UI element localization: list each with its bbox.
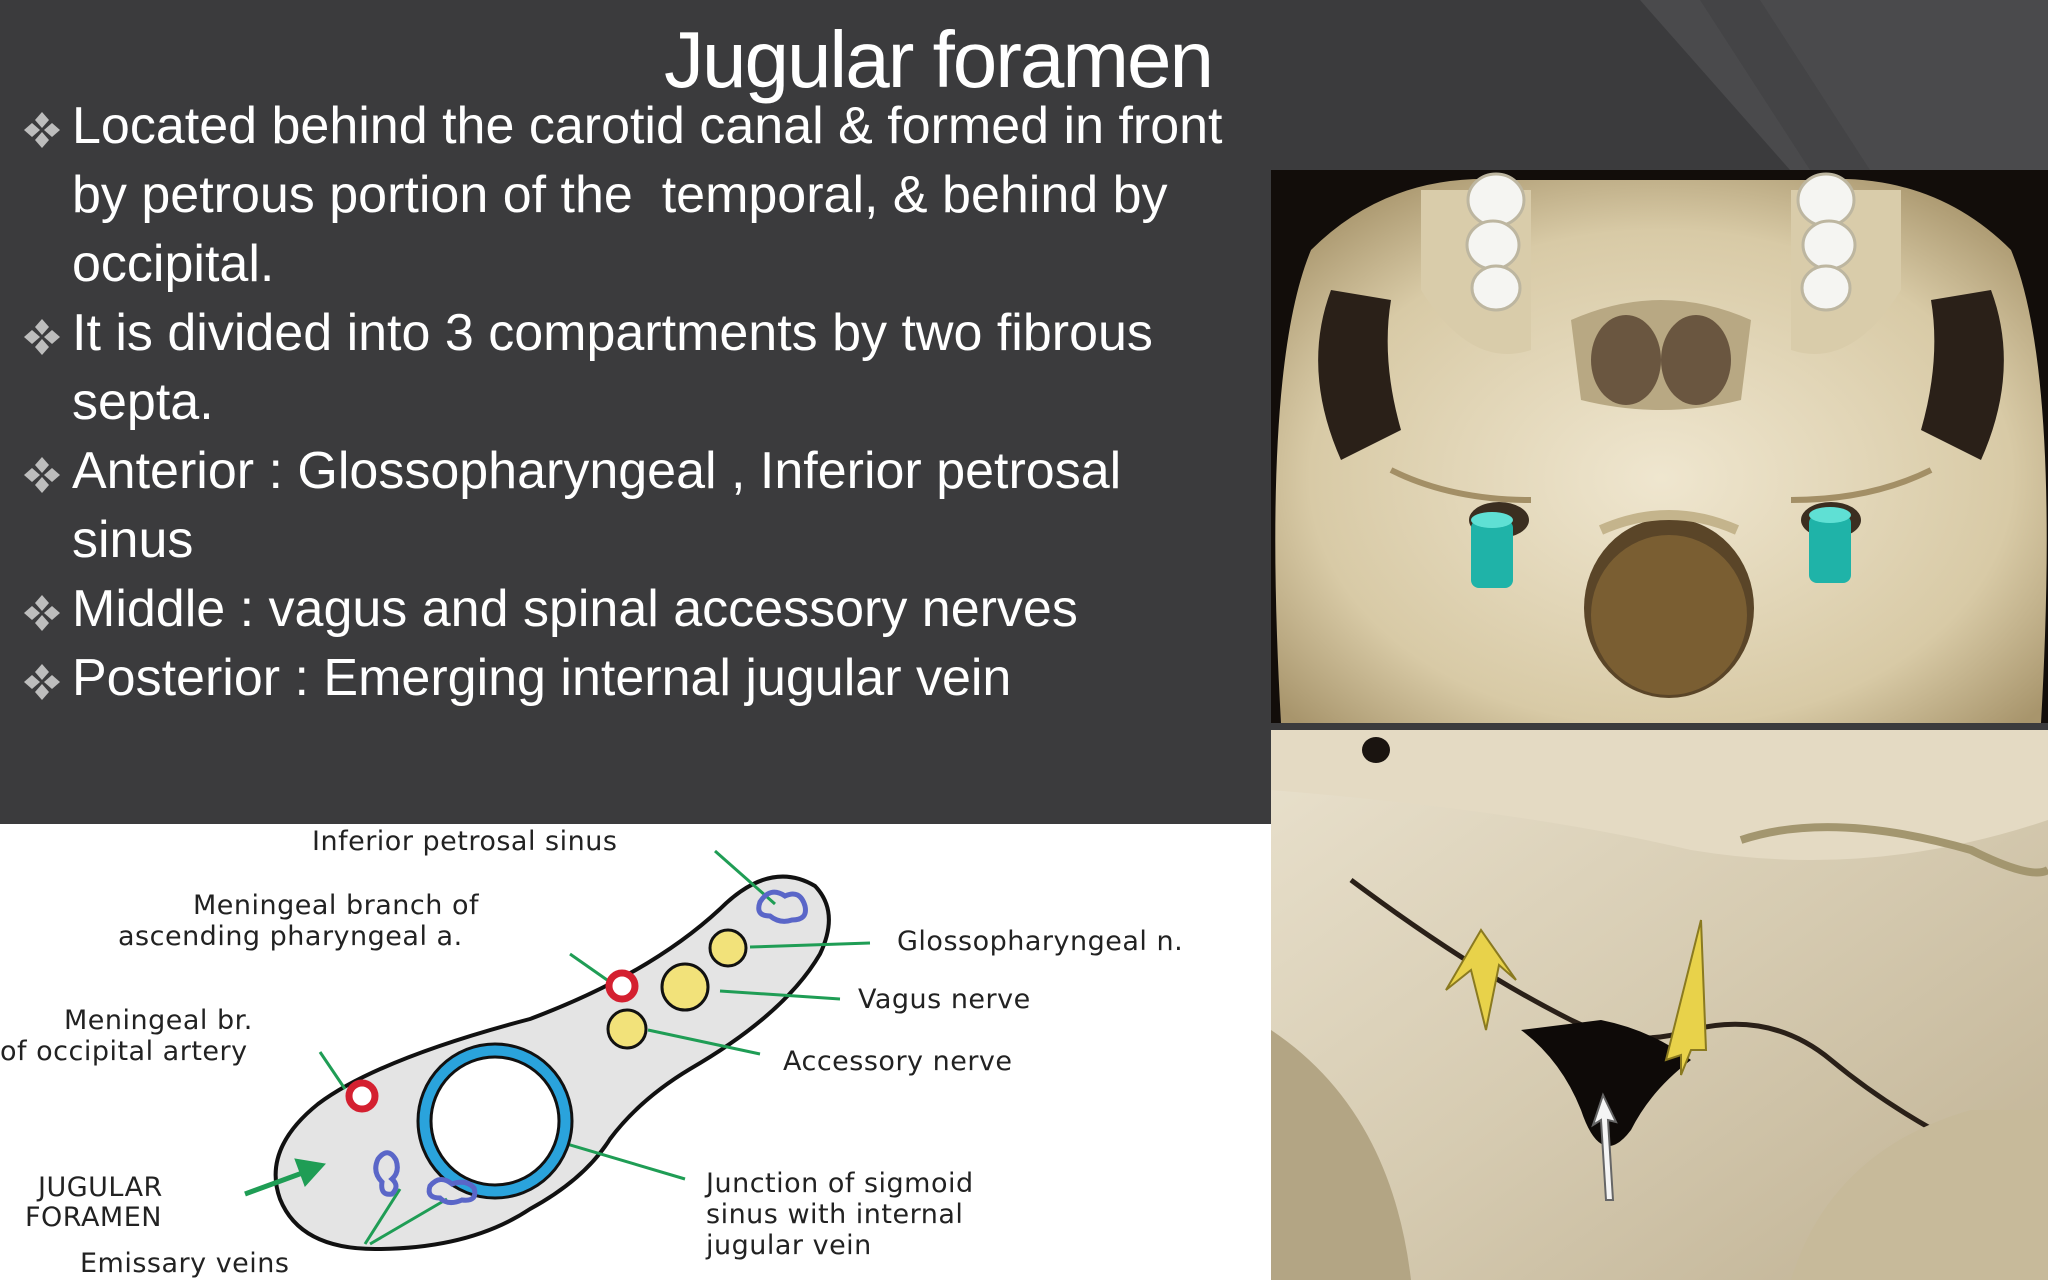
diagram-graphic (244, 849, 871, 1252)
bullet-line: occipital. (72, 235, 275, 293)
label-meningeal-occipital-2: of occipital artery (0, 1036, 248, 1067)
label-junction-1: Junction of sigmoid (706, 1168, 974, 1199)
label-glossopharyngeal: Glossopharyngeal n. (897, 926, 1184, 957)
jugular-foramen-diagram: Inferior petrosal sinus Meningeal branch… (0, 824, 1271, 1280)
label-accessory: Accessory nerve (783, 1046, 1013, 1077)
label-emissary-veins: Emissary veins (80, 1248, 290, 1279)
bullet-line: sinus (72, 511, 194, 569)
glossopharyngeal-nerve (708, 928, 748, 968)
bullet-line: Middle : vagus and spinal accessory nerv… (72, 580, 1078, 638)
label-meningeal-branch-2: ascending pharyngeal a. (118, 921, 463, 952)
bullet-item-middle: Middle : vagus and spinal accessory nerv… (22, 575, 1282, 644)
bullet-line: septa. (72, 373, 214, 431)
bullet-item-posterior: Posterior : Emerging internal jugular ve… (22, 644, 1282, 713)
bullet-item-anterior: Anterior : Glossopharyngeal , Inferior p… (22, 437, 1282, 575)
bullet-line: Located behind the carotid canal & forme… (72, 97, 1223, 155)
diamond-bullet-icon (24, 595, 60, 631)
bullet-line: Anterior : Glossopharyngeal , Inferior p… (72, 442, 1122, 500)
emissary-vein-2 (426, 1177, 478, 1206)
label-junction-2: sinus with internal (706, 1199, 964, 1230)
label-junction-3: jugular vein (706, 1230, 872, 1261)
bullet-line: Posterior : Emerging internal jugular ve… (72, 649, 1012, 707)
jugular-foramen-closeup-photo (1271, 730, 2048, 1280)
meningeal-occipital (345, 1079, 379, 1113)
label-jugular: JUGULAR (38, 1172, 163, 1203)
meningeal-ascending-pharyngeal (605, 969, 639, 1003)
diamond-bullet-icon (24, 112, 60, 148)
label-inferior-petrosal-sinus: Inferior petrosal sinus (312, 826, 618, 857)
label-meningeal-branch-1: Meningeal branch of (193, 890, 479, 921)
diamond-bullet-icon (24, 319, 60, 355)
bullet-line: It is divided into 3 compartments by two… (72, 304, 1153, 362)
bullet-item-location: Located behind the carotid canal & forme… (22, 92, 1282, 299)
label-foramen: FORAMEN (25, 1202, 162, 1233)
diamond-bullet-icon (24, 457, 60, 493)
label-meningeal-occipital-1: Meningeal br. (64, 1005, 253, 1036)
skull-base-photo (1271, 170, 2048, 723)
diamond-bullet-icon (24, 664, 60, 700)
accessory-nerve (606, 1008, 648, 1050)
marker-left (1471, 512, 1513, 588)
label-vagus: Vagus nerve (858, 984, 1031, 1015)
emissary-vein-1 (373, 1150, 400, 1197)
bullet-line: by petrous portion of the temporal, & be… (72, 166, 1168, 224)
slide-title: Jugular foramen (663, 15, 1214, 104)
bullet-item-compartments: It is divided into 3 compartments by two… (22, 299, 1282, 437)
inferior-petrosal-sinus (756, 889, 808, 924)
jugular-arrow (244, 1158, 326, 1197)
vagus-nerve (660, 962, 710, 1012)
bullet-list: Located behind the carotid canal & forme… (22, 92, 1282, 713)
leader-lines (318, 849, 871, 1246)
